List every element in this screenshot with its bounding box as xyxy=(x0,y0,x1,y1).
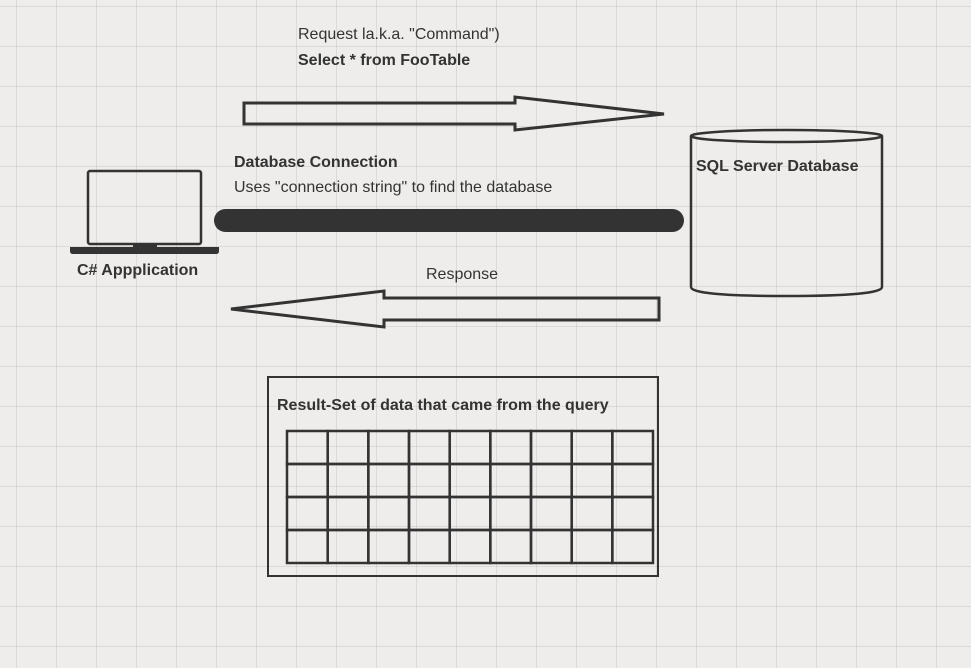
result-cell xyxy=(407,462,451,499)
result-cell xyxy=(529,429,573,466)
result-cell xyxy=(448,495,492,532)
result-set-grid xyxy=(285,429,655,565)
result-cell xyxy=(529,528,573,565)
laptop-icon xyxy=(70,169,219,254)
result-cell xyxy=(367,528,411,565)
result-cell xyxy=(529,495,573,532)
result-set-box xyxy=(267,376,659,577)
result-cell xyxy=(489,528,533,565)
connection-title: Database Connection xyxy=(234,154,398,171)
response-caption: Response xyxy=(426,266,499,283)
request-caption: Request la.k.a. "Command") xyxy=(298,26,500,43)
result-cell xyxy=(285,528,329,565)
result-cell xyxy=(448,429,492,466)
result-cell xyxy=(407,429,451,466)
result-cell xyxy=(570,429,614,466)
connection-bar xyxy=(214,209,684,232)
result-cell xyxy=(611,462,655,499)
result-cell xyxy=(407,528,451,565)
result-cell xyxy=(367,462,411,499)
result-cell xyxy=(489,495,533,532)
result-cell xyxy=(570,528,614,565)
result-cell xyxy=(326,495,370,532)
result-cell xyxy=(570,462,614,499)
result-cell xyxy=(407,495,451,532)
result-cell xyxy=(489,429,533,466)
request-arrow xyxy=(242,95,665,132)
result-cell xyxy=(529,462,573,499)
connection-description: Uses "connection string" to find the dat… xyxy=(234,179,553,196)
result-cell xyxy=(326,462,370,499)
result-cell xyxy=(326,429,370,466)
result-cell xyxy=(611,495,655,532)
result-cell xyxy=(611,429,655,466)
result-cell xyxy=(285,429,329,466)
result-cell xyxy=(489,462,533,499)
result-cell xyxy=(285,495,329,532)
result-cell xyxy=(285,462,329,499)
result-cell xyxy=(448,462,492,499)
result-cell xyxy=(570,495,614,532)
request-command: Select * from FooTable xyxy=(298,52,471,69)
result-cell xyxy=(367,495,411,532)
result-cell xyxy=(448,528,492,565)
result-set-title: Result-Set of data that came from the qu… xyxy=(277,397,609,414)
result-cell xyxy=(611,528,655,565)
database-cylinder xyxy=(689,128,884,298)
server-label: SQL Server Database xyxy=(696,158,859,175)
response-arrow xyxy=(230,289,661,329)
client-label: C# Appplication xyxy=(77,262,199,279)
result-cell xyxy=(326,528,370,565)
result-cell xyxy=(367,429,411,466)
